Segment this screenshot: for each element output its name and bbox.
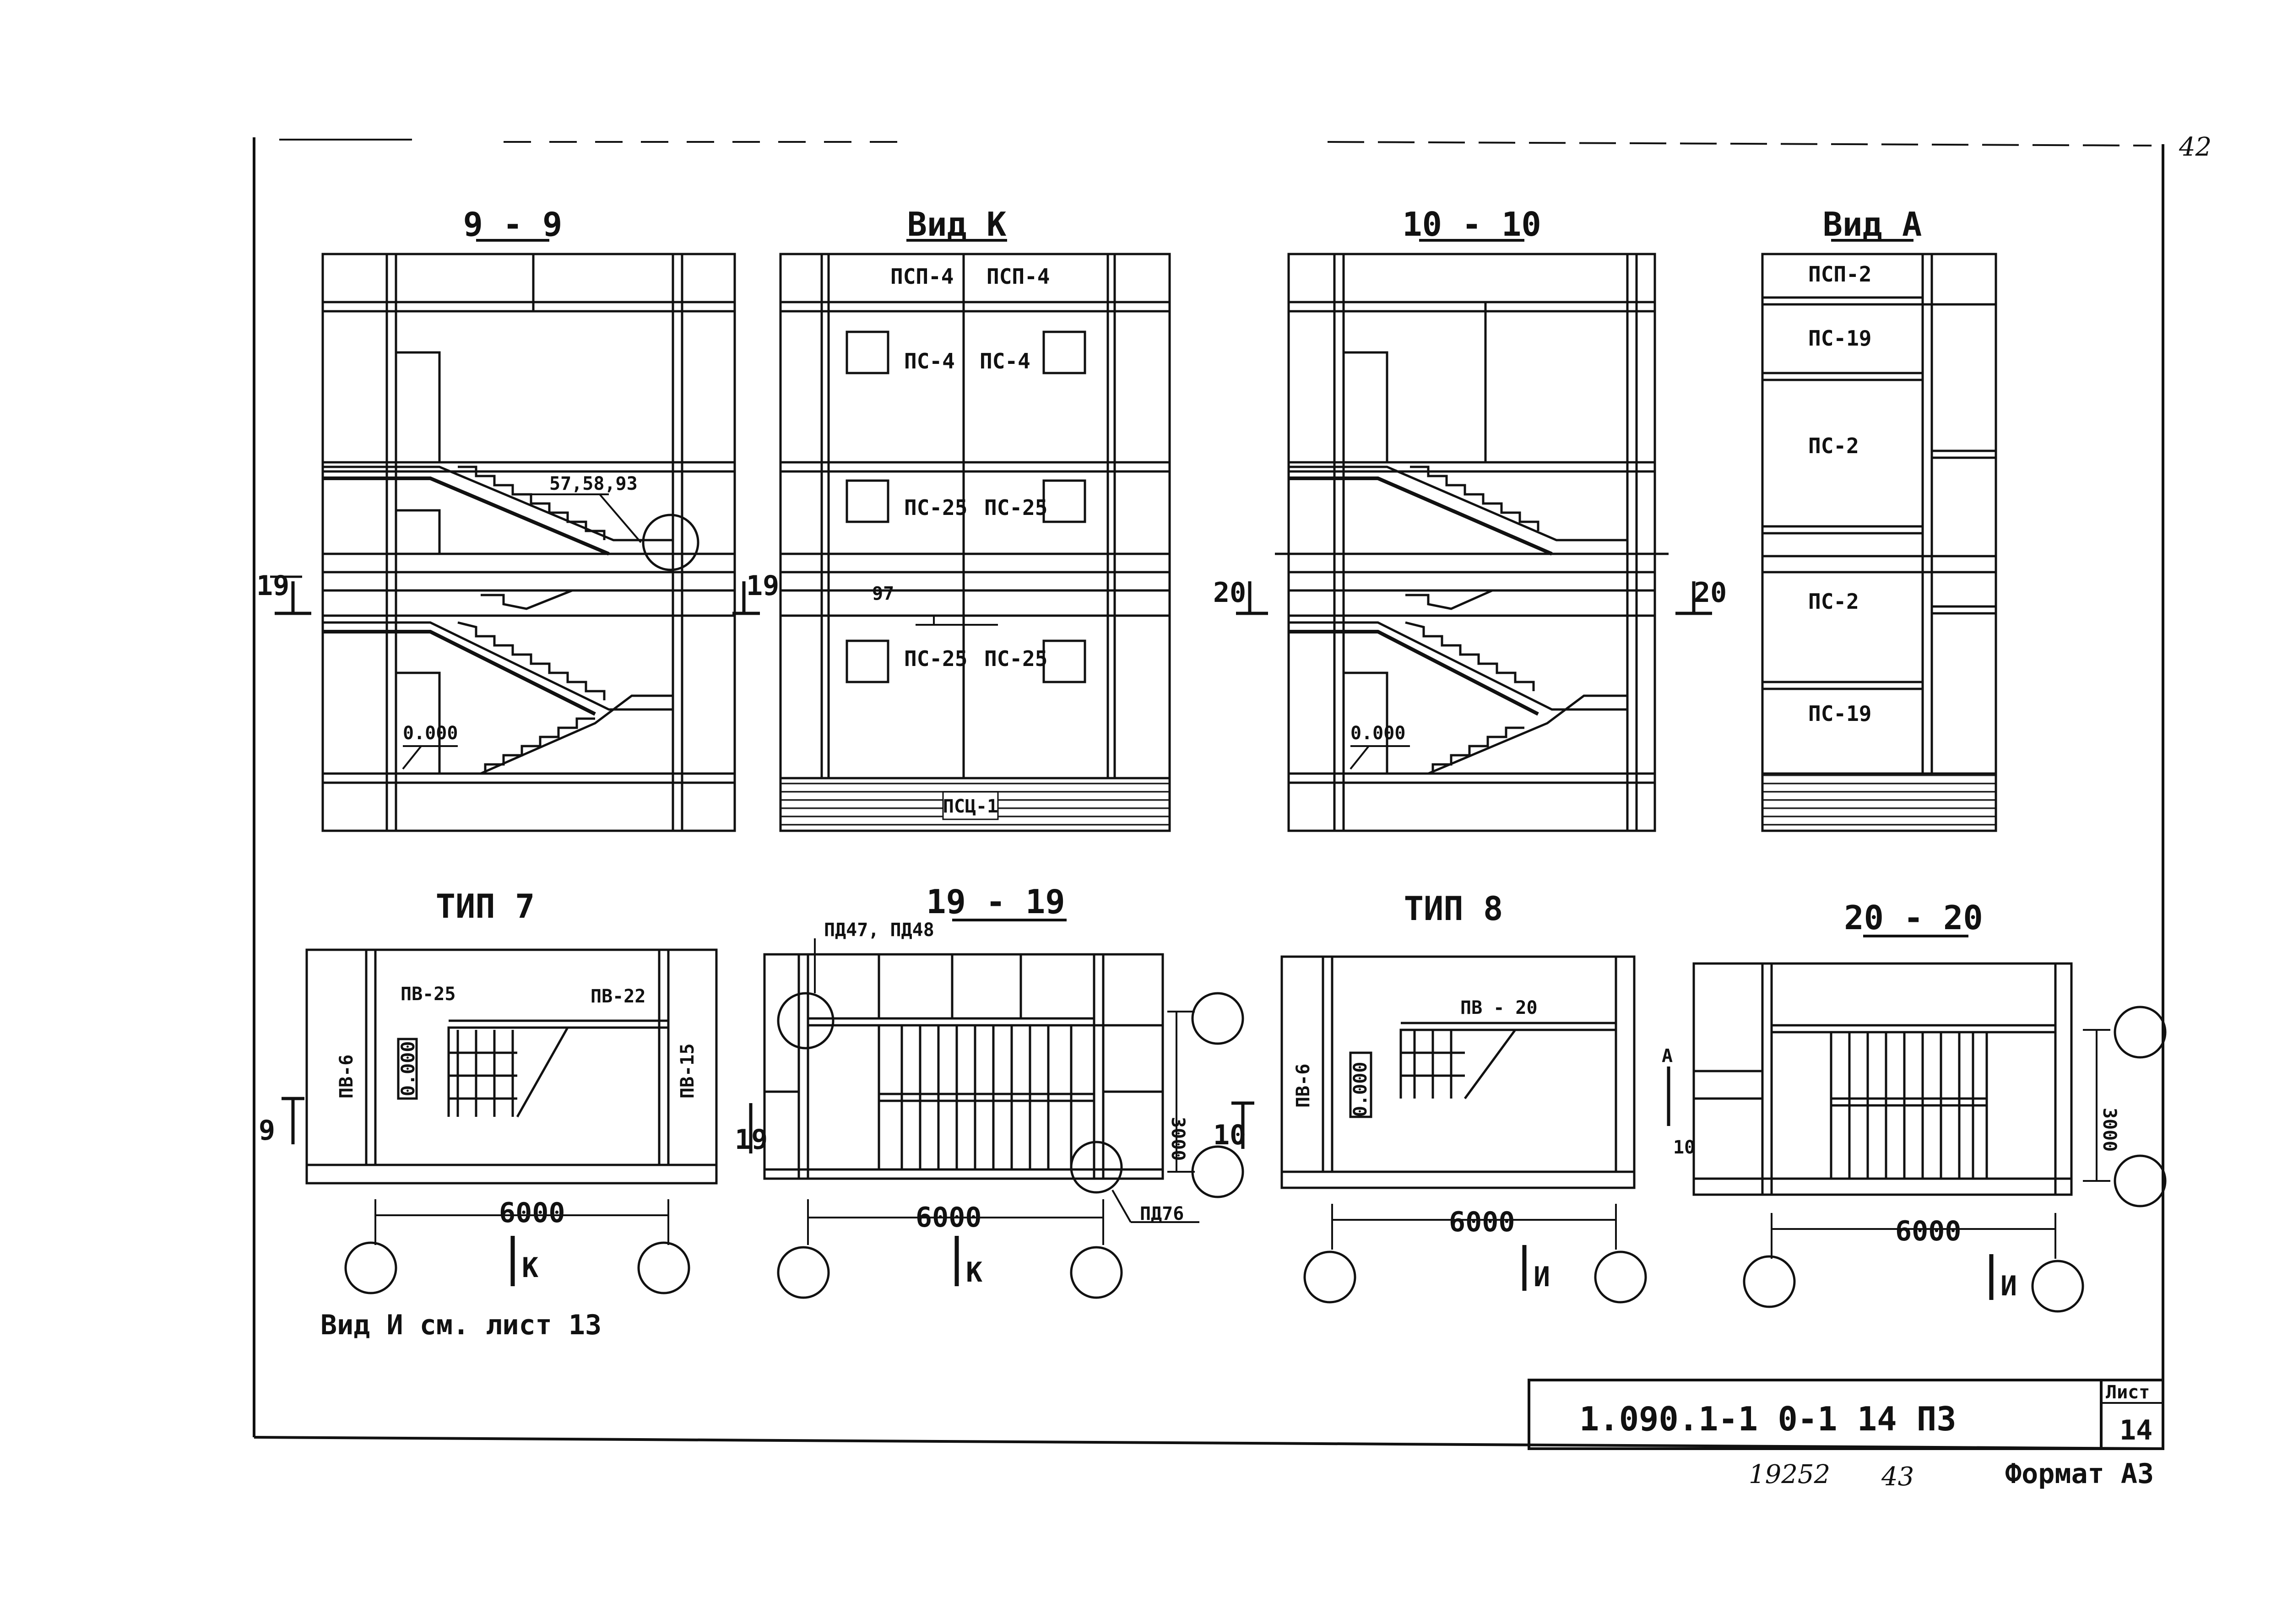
sheet-frame (253, 137, 2164, 1450)
panel-label-a-ps2-top: ПС-2 (1808, 433, 1859, 458)
cut-marker-left-10-10: 20 (1213, 577, 1246, 609)
cut-marker-left-9-9: 19 (256, 570, 289, 602)
panel-label-t7-pv15: ПВ-15 (677, 1044, 698, 1099)
arrow-label-20-20: И (2000, 1270, 2017, 1302)
elevation-mark-t8: 0.000 (1350, 1062, 1371, 1117)
plan-type-7: ТИП 7 ПВ-25 ПВ (259, 887, 718, 1341)
panel-label-k-ps25-low-right: ПС-25 (984, 646, 1047, 671)
cut-marker-t8: 10 (1213, 1119, 1246, 1151)
dimension-vertical-20-20: 3000 (2099, 1108, 2120, 1152)
panel-label-k-ps25-mid-right: ПС-25 (984, 495, 1047, 520)
arrow-label-t7: К (522, 1252, 538, 1284)
annotation-node-pd76: ПД76 (1140, 1203, 1184, 1224)
inventory-number: 19252 (1749, 1460, 1830, 1489)
page-number: 43 (1881, 1462, 1914, 1492)
view-section-9-9: 9 - 9 (256, 205, 779, 832)
cut-marker-20-20: 10 (1673, 1137, 1695, 1158)
sheet-number: 14 (2119, 1414, 2152, 1446)
cut-marker-t7: 9 (259, 1115, 275, 1147)
panel-label-a-ps19-top: ПС-19 (1808, 326, 1871, 351)
panel-label-k-ps4-left: ПС-4 (904, 349, 955, 374)
document-code: 1.090.1-1 0-1 14 ПЗ (1579, 1400, 1957, 1438)
cut-marker-19-19: 19 (735, 1124, 768, 1156)
sheet-handwritten-number: 42 (2179, 132, 2212, 162)
plinth-hatch-a (1761, 772, 1997, 832)
section-title-9-9: 9 - 9 (463, 205, 563, 244)
plan-section-20-20: 20 - 20 (1662, 899, 2167, 1313)
view-section-10-10: 10 - 10 (1213, 205, 1727, 832)
view-elevation-k: Вид К ПСП-4 П (779, 205, 1171, 832)
elevation-mark-t7: 0.000 (398, 1041, 419, 1096)
view-elevation-a: Вид А ПСП-2 ПС-19 ПС-2 ПС-2 ПС-19 (1761, 205, 1997, 832)
panel-label-k-ps4-right: ПС-4 (980, 349, 1030, 374)
panel-label-t8-pv20: ПВ - 20 (1460, 997, 1538, 1018)
annotation-node-refs-9-9: 57,58,93 (549, 473, 638, 494)
note-view-i: Вид И см. лист 13 (320, 1309, 602, 1341)
plinth-hatch-k (779, 777, 1171, 832)
elevation-mark-9-9: 0.000 (403, 723, 458, 744)
panel-label-a-ps19-low: ПС-19 (1808, 701, 1871, 726)
panel-label-a-ps2-low: ПС-2 (1808, 589, 1859, 614)
panel-label-k-plinth: ПСЦ-1 (943, 796, 998, 817)
arrow-label-19-19: К (966, 1256, 982, 1288)
elevation-mark-10-10: 0.000 (1350, 723, 1405, 744)
panel-label-k-psp4-right: ПСП-4 (987, 264, 1050, 289)
annotation-nodes-pd47-pd48: ПД47, ПД48 (824, 920, 934, 941)
plan-title-type-8: ТИП 8 (1404, 889, 1503, 928)
panel-label-k-ps25-mid-left: ПС-25 (904, 495, 967, 520)
dimension-t7: 6000 (499, 1197, 565, 1229)
panel-label-k-psp4-left: ПСП-4 (890, 264, 954, 289)
cut-marker-right-10-10: 20 (1694, 577, 1727, 609)
arrow-label-t8: И (1534, 1261, 1550, 1293)
section-title-10-10: 10 - 10 (1402, 205, 1541, 244)
panel-label-t7-pv22: ПВ-22 (591, 986, 645, 1007)
panel-label-a-psp2: ПСП-2 (1808, 262, 1871, 287)
cut-marker-a-20-20: А (1662, 1045, 1673, 1066)
plan-section-19-19: 19 - 19 ПД47, ПД48 (735, 882, 1244, 1299)
dimension-vertical-19-19: 3000 (1167, 1117, 1188, 1161)
cut-marker-right-9-9: 19 (746, 570, 779, 602)
format-label: Формат А3 (2005, 1458, 2154, 1490)
plan-title-19-19: 19 - 19 (926, 882, 1065, 921)
panel-label-k-ps25-low-left: ПС-25 (904, 646, 967, 671)
dimension-19-19: 6000 (916, 1202, 982, 1234)
plan-title-type-7: ТИП 7 (436, 887, 535, 926)
panel-label-t8-pv6: ПВ-6 (1293, 1064, 1314, 1108)
view-title-a: Вид А (1823, 205, 1922, 244)
annotation-node-97: 97 (872, 583, 894, 604)
title-block (1528, 1379, 2164, 1450)
dimension-t8: 6000 (1449, 1206, 1515, 1238)
view-title-k: Вид К (907, 205, 1007, 244)
panel-label-t7-pv6: ПВ-6 (336, 1055, 357, 1099)
dimension-20-20: 6000 (1895, 1215, 1962, 1247)
plan-title-20-20: 20 - 20 (1844, 899, 1983, 937)
sheet-label: Лист (2106, 1382, 2150, 1403)
plan-type-8: ТИП 8 ПВ - 20 ПВ-6 0.000 60 (1213, 889, 1647, 1304)
panel-label-t7-pv25: ПВ-25 (401, 984, 455, 1005)
